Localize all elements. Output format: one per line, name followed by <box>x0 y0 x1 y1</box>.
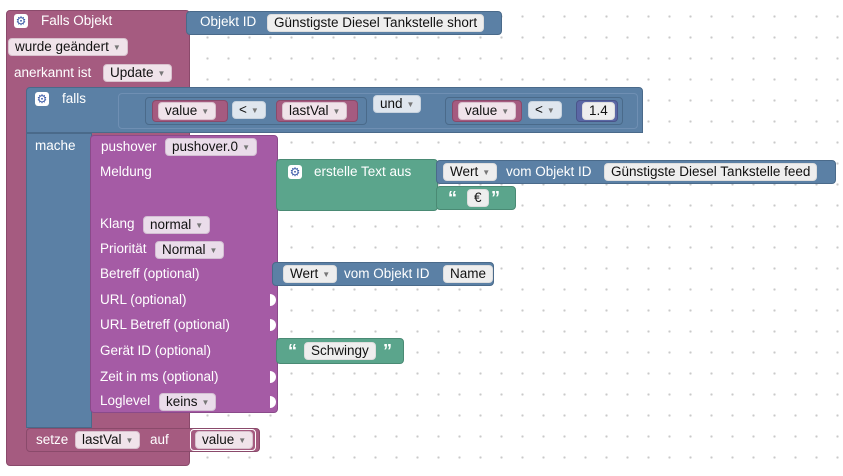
pushover-label: pushover <box>101 139 157 154</box>
of-object-label-name: vom Objekt ID <box>344 266 430 281</box>
dropdown-arrow-icon: ▼ <box>201 398 210 407</box>
object-id-field[interactable]: Günstigste Diesel Tankstelle short <box>267 14 485 32</box>
loglevel-dropdown[interactable]: keins▼ <box>159 393 217 411</box>
dropdown-arrow-icon: ▼ <box>112 43 121 52</box>
input-notch-loglevel[interactable] <box>270 396 276 408</box>
attr-text-name: Wert <box>290 266 319 281</box>
input-notch-time[interactable] <box>270 371 276 383</box>
number-field[interactable]: 1.4 <box>582 102 615 120</box>
ack-dropdown[interactable]: Update▼ <box>103 64 173 82</box>
set-value-dropdown[interactable]: value▼ <box>195 431 254 449</box>
dropdown-arrow-icon: ▼ <box>125 436 134 445</box>
sound-value: normal <box>150 217 192 232</box>
dropdown-arrow-icon: ▼ <box>201 107 210 116</box>
dropdown-arrow-icon: ▼ <box>157 69 166 78</box>
and-operator-text: und <box>380 96 403 111</box>
gear-icon[interactable]: ⚙ <box>288 165 302 179</box>
priority-value: Normal <box>162 242 206 257</box>
device-label: Gerät ID (optional) <box>100 343 212 358</box>
compare-operator-dropdown-1[interactable]: <▼ <box>232 101 266 119</box>
time-label: Zeit in ms (optional) <box>100 369 219 384</box>
input-notch-url[interactable] <box>270 294 276 306</box>
of-object-label-feed: vom Objekt ID <box>506 164 592 179</box>
sound-dropdown[interactable]: normal▼ <box>143 216 211 234</box>
open-quote-icon: “ <box>448 188 457 208</box>
pushover-block[interactable] <box>90 135 278 413</box>
set-value-text: value <box>202 432 235 447</box>
dropdown-arrow-icon: ▼ <box>242 143 250 152</box>
url-title-label: URL Betreff (optional) <box>100 317 230 332</box>
gear-icon[interactable]: ⚙ <box>35 92 49 106</box>
object-field-name[interactable]: Name <box>443 265 494 283</box>
if-block-body <box>26 133 92 428</box>
close-quote-icon: ” <box>383 341 392 361</box>
input-notch-url-title[interactable] <box>270 319 276 331</box>
dropdown-arrow-icon: ▼ <box>195 221 204 230</box>
dropdown-arrow-icon: ▼ <box>250 106 259 115</box>
variable-value-dropdown-1[interactable]: value▼ <box>158 102 217 120</box>
message-label: Meldung <box>100 164 152 179</box>
event-title: Falls Objekt <box>41 13 113 28</box>
trigger-dropdown[interactable]: wurde geändert▼ <box>8 38 128 56</box>
set-to-label: auf <box>150 432 169 447</box>
open-quote-icon: “ <box>288 341 297 361</box>
text-field-euro[interactable]: € <box>467 189 489 207</box>
object-id-label: Objekt ID <box>200 14 257 29</box>
compare-operator-dropdown-2[interactable]: <▼ <box>528 101 562 119</box>
attr-dropdown-feed[interactable]: Wert▼ <box>443 163 498 181</box>
close-quote-icon: ” <box>491 188 500 208</box>
variable-lastval-dropdown[interactable]: lastVal▼ <box>282 102 348 120</box>
set-variable-text: lastVal <box>82 432 122 447</box>
variable-value-text-2: value <box>465 103 498 118</box>
set-label: setze <box>36 432 69 447</box>
compare-operator-text-2: < <box>535 102 543 117</box>
compare-operator-text-1: < <box>239 102 247 117</box>
variable-value-text-1: value <box>165 103 198 118</box>
object-field-feed[interactable]: Günstigste Diesel Tankstelle feed <box>604 163 818 181</box>
gear-icon[interactable]: ⚙ <box>14 14 28 28</box>
text-join-block[interactable] <box>276 159 438 211</box>
dropdown-arrow-icon: ▼ <box>209 246 218 255</box>
ack-label: anerkannt ist <box>14 65 92 80</box>
text-join-label: erstelle Text aus <box>314 164 412 179</box>
dropdown-arrow-icon: ▼ <box>546 106 555 115</box>
sound-label: Klang <box>100 216 135 231</box>
if-label: falls <box>62 91 87 106</box>
loglevel-value: keins <box>166 394 198 409</box>
subject-label: Betreff (optional) <box>100 266 200 281</box>
variable-lastval-text: lastVal <box>289 103 329 118</box>
trigger-value: wurde geändert <box>15 39 109 54</box>
and-operator-dropdown[interactable]: und▼ <box>373 95 422 113</box>
attr-dropdown-name[interactable]: Wert▼ <box>283 265 338 283</box>
dropdown-arrow-icon: ▼ <box>238 436 247 445</box>
url-label: URL (optional) <box>100 292 187 307</box>
pushover-instance-text: pushover.0 <box>172 139 239 154</box>
dropdown-arrow-icon: ▼ <box>501 107 510 116</box>
loglevel-label: Loglevel <box>100 393 151 408</box>
pushover-instance-dropdown[interactable]: pushover.0▼ <box>165 138 257 156</box>
do-label: mache <box>35 138 76 153</box>
dropdown-arrow-icon: ▼ <box>332 107 341 116</box>
dropdown-arrow-icon: ▼ <box>482 168 491 177</box>
priority-dropdown[interactable]: Normal▼ <box>155 241 225 259</box>
set-variable-dropdown[interactable]: lastVal▼ <box>75 431 141 449</box>
attr-text-feed: Wert <box>450 164 479 179</box>
dropdown-arrow-icon: ▼ <box>406 100 415 109</box>
priority-label: Priorität <box>100 241 147 256</box>
variable-value-dropdown-2[interactable]: value▼ <box>458 102 517 120</box>
ack-value: Update <box>110 65 154 80</box>
text-field-device[interactable]: Schwingy <box>304 342 376 360</box>
dropdown-arrow-icon: ▼ <box>322 270 331 279</box>
